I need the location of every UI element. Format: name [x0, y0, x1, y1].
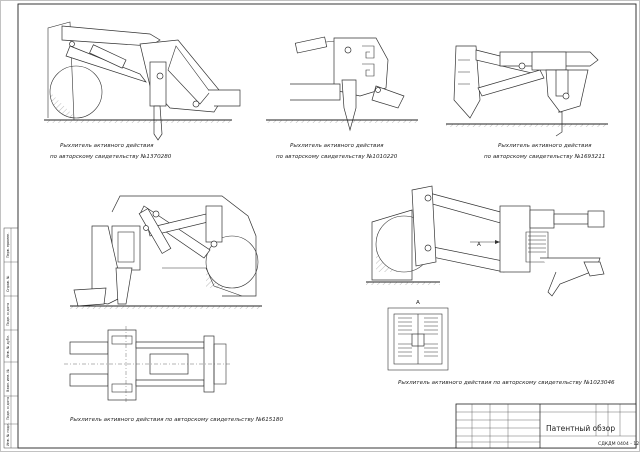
caption-ripper-1693211-line2: по авторскому свидетельству №1693211	[484, 154, 605, 160]
ripper-615180-plan-view	[64, 326, 232, 404]
ripper-1693211-drawing	[446, 45, 608, 137]
caption-ripper-615180: Рыхлитель активного действия по авторско…	[70, 417, 283, 423]
margin-stamp-4: Инв. № дубл.	[6, 335, 10, 358]
title-block-title: Патентный обзор	[546, 424, 615, 433]
margin-stamp-1: Перв. примен.	[6, 233, 10, 258]
ripper-615180-drawing	[70, 195, 262, 309]
caption-ripper-1693211-line1: Рыхлитель активного действия	[498, 143, 592, 149]
title-block-designation: СДКДМ 0404 - 12	[598, 441, 639, 447]
detail-view-a-label: А	[416, 300, 420, 306]
caption-ripper-1010220-line2: по авторскому свидетельству №1010220	[276, 154, 398, 160]
detail-view-a	[387, 307, 449, 371]
margin-stamp-3: Подп. и дата	[6, 303, 10, 326]
margin-stamp-5: Взам. инв. №	[6, 369, 10, 392]
ripper-1010220-drawing	[266, 36, 418, 132]
margin-stamp-7: Инв. № подл.	[6, 423, 10, 446]
ripper-1023046-drawing	[366, 185, 605, 297]
section-arrow-label: А	[477, 242, 481, 248]
ripper-1370280-drawing	[44, 21, 241, 141]
margin-stamp-6: Подп. и дата	[6, 397, 10, 420]
margin-stamp-2: Справ. №	[6, 275, 10, 292]
caption-ripper-1010220-line1: Рыхлитель активного действия	[290, 143, 384, 149]
caption-ripper-1370280-line1: Рыхлитель активного действия	[60, 143, 154, 149]
caption-ripper-1370280-line2: по авторскому свидетельству №1370280	[50, 154, 172, 160]
title-block	[455, 403, 637, 449]
caption-ripper-1023046: Рыхлитель активного действия по авторско…	[398, 380, 615, 386]
